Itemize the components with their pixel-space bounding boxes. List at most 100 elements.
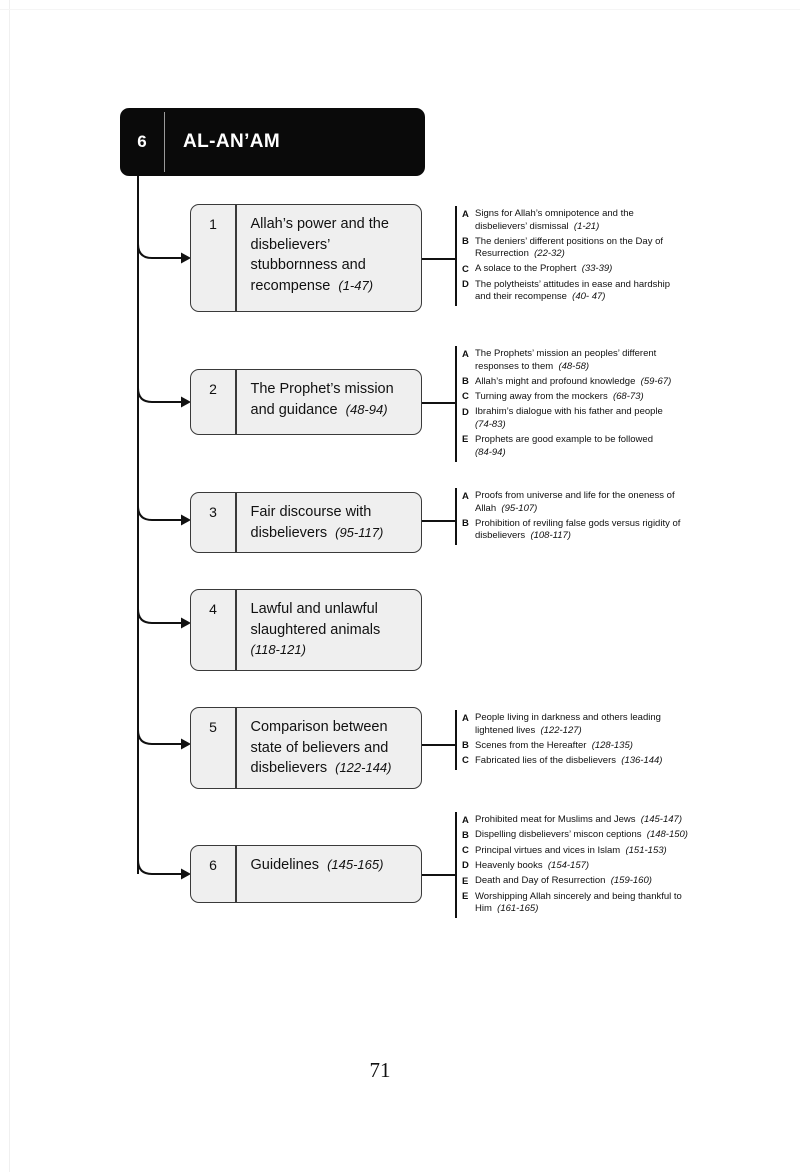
box-divider [235, 370, 237, 434]
sub-item[interactable]: B Dispelling disbelievers’ miscon ception… [462, 829, 688, 842]
sub-item-letter: D [462, 279, 469, 291]
section-box-2[interactable]: 2 The Prophet’s mission and guidance (48-… [190, 369, 422, 435]
sub-item-letter: B [462, 376, 469, 388]
box-divider [235, 708, 237, 788]
sub-item-letter: C [462, 391, 469, 403]
sub-item-text: Fabricated lies of the disbelievers (136… [475, 754, 663, 766]
section-box-4[interactable]: 4 Lawful and unlawful slaughtered animals… [190, 589, 422, 671]
sub-item[interactable]: D Heavenly books (154-157) [462, 860, 688, 873]
section-title: Allah’s power and the disbelievers’ stub… [250, 216, 389, 294]
sub-item-letter: A [462, 712, 469, 724]
section-verse-range: (95-117) [335, 524, 384, 540]
section-title: The Prophet’s mission and guidance (48-9… [250, 381, 394, 418]
connector-elbow [137, 589, 191, 629]
sub-item[interactable]: E Prophets are good example to be followe… [462, 434, 688, 460]
sub-item[interactable]: A The Prophets’ mission an peoples’ diffe… [462, 348, 688, 374]
sub-item-verse-range: (161-165) [497, 903, 539, 915]
sub-item-text: Scenes from the Hereafter (128-135) [475, 739, 633, 751]
page-edge-top [0, 9, 800, 10]
connector-elbow [137, 486, 191, 526]
surah-number: 6 [137, 132, 147, 151]
surah-title: AL-AN’AM [183, 131, 281, 152]
sub-list-bracket [455, 346, 457, 462]
section-verse-range: (145-165) [327, 857, 384, 872]
section-verse-range: (1-47) [338, 277, 374, 293]
sub-item-text: Prophets are good example to be followed… [475, 433, 656, 458]
sub-item-text: The polytheists’ attitudes in ease and h… [475, 278, 671, 303]
sub-item-letter: A [462, 208, 469, 220]
section-number: 2 [209, 381, 217, 397]
box-to-bracket-stub [422, 744, 455, 746]
sub-item-text: Prohibited meat for Muslims and Jews (14… [475, 814, 682, 825]
sub-list-bracket [455, 812, 457, 918]
sub-item-verse-range: (40- 47) [572, 291, 606, 303]
sub-item[interactable]: D The polytheists’ attitudes in ease and … [462, 279, 688, 305]
sub-item-verse-range: (148-150) [646, 829, 688, 841]
sub-item-letter: E [462, 434, 469, 446]
sub-item-text: Signs for Allah’s omnipotence and the di… [475, 208, 634, 232]
sub-item[interactable]: A Prohibited meat for Muslims and Jews (1… [462, 814, 688, 827]
sub-item-letter: A [462, 814, 469, 826]
sub-item-text: Dispelling disbelievers’ miscon ceptions… [475, 829, 688, 841]
sub-item-text: Heavenly books (154-157) [475, 859, 590, 871]
sub-item-verse-range: (95-107) [501, 502, 538, 514]
section-title: Guidelines (145-165) [250, 857, 384, 873]
sub-item-verse-range: (122-127) [540, 724, 582, 736]
box-to-bracket-stub [422, 258, 455, 260]
sub-item-verse-range: (136-144) [621, 754, 663, 766]
connector-elbow [137, 840, 191, 880]
sub-item-verse-range: (154-157) [547, 859, 590, 871]
sub-item-letter: D [462, 860, 469, 872]
section-number: 4 [209, 601, 217, 617]
sub-item-letter: A [462, 348, 469, 360]
connector-elbow [137, 710, 191, 750]
sub-item-text: Proofs from universe and life for the on… [475, 490, 675, 514]
header-divider [164, 112, 165, 172]
sub-list-bracket [455, 206, 457, 306]
sub-item-verse-range: (159-160) [610, 875, 652, 887]
sub-item-text: The Prophets’ mission an peoples’ differ… [475, 348, 657, 372]
sub-item[interactable]: E Death and Day of Resurrection (159-160) [462, 875, 688, 888]
section-box-6[interactable]: 6 Guidelines (145-165) [190, 845, 422, 903]
section-title: Lawful and unlawful slaughtered animals … [250, 601, 385, 658]
sub-item-verse-range: (74-83) [475, 419, 506, 431]
sub-item-verse-range: (48-58) [558, 360, 590, 372]
box-divider [235, 846, 237, 902]
section-verse-range: (122-144) [335, 760, 392, 776]
section-title: Fair discourse with disbelievers (95-117… [250, 504, 384, 541]
sub-list-bracket [455, 710, 457, 770]
sub-item-verse-range: (108-117) [530, 530, 571, 542]
trunk-line [137, 176, 139, 874]
sub-item-letter: C [462, 263, 469, 275]
sub-item-letter: B [462, 829, 469, 841]
sub-item-text: Death and Day of Resurrection (159-160) [475, 875, 652, 887]
box-divider [235, 590, 237, 670]
connector-elbow [137, 368, 191, 408]
sub-item-verse-range: (1-21) [573, 220, 600, 232]
sub-item-list: A Prohibited meat for Muslims and Jews (1… [462, 814, 688, 918]
section-title: Comparison between state of believers an… [250, 719, 392, 777]
sub-item-text: Prohibition of reviling false gods versu… [475, 517, 681, 542]
box-to-bracket-stub [422, 402, 455, 404]
sub-item-letter: E [462, 875, 469, 887]
section-number: 6 [209, 857, 217, 873]
sub-item-letter: C [462, 845, 469, 857]
sub-item[interactable]: A Signs for Allah’s omnipotence and the d… [462, 208, 688, 234]
